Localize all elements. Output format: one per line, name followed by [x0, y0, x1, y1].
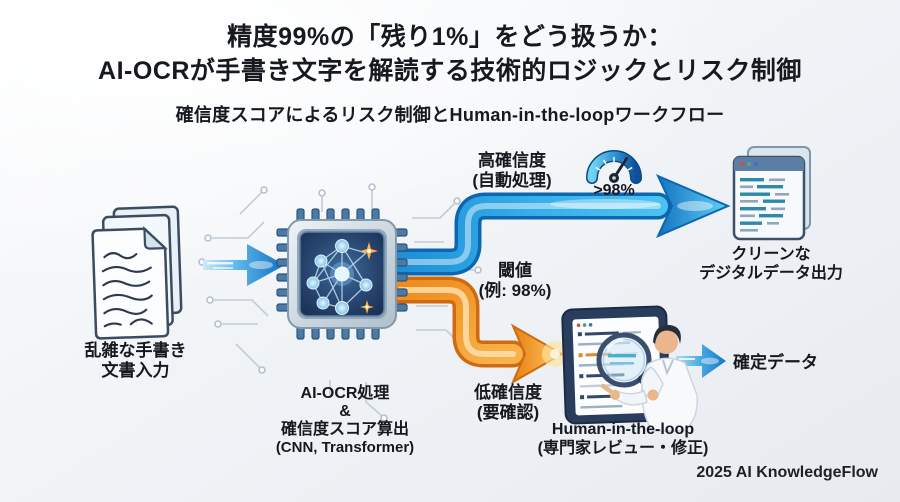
- final-flow-arrow-icon: [676, 344, 726, 378]
- clean-output-label: クリーンな デジタルデータ出力: [699, 246, 843, 282]
- title-line-1: 精度99%の「残り1%」をどう扱うか：: [227, 23, 673, 51]
- processor-label: AI-OCR処理 & 確信度スコア算出 (CNN, Transformer): [275, 385, 415, 456]
- clean-document-window-icon: [732, 146, 811, 241]
- page-title: 精度99%の「残り1%」をどう扱うか： AI-OCRが手書き文字を解読する技術的…: [0, 20, 900, 88]
- low-confidence-pipe-arrow: [395, 276, 568, 385]
- title-line-2: AI-OCRが手書き文字を解読する技術的ロジックとリスク制御: [98, 57, 802, 85]
- footer-credit: 2025 AI KnowledgeFlow: [696, 464, 878, 481]
- handwritten-documents-icon: [91, 205, 183, 340]
- threshold-label: 閾値 (例: 98%): [478, 261, 552, 301]
- high-confidence-label: 高確信度 (自動処理): [472, 151, 552, 191]
- human-review-label: Human-in-the-loop (専門家レビュー・修正): [537, 421, 709, 457]
- confidence-gauge-icon: [586, 150, 642, 184]
- input-flow-arrow-icon: [203, 244, 285, 286]
- input-label: 乱雑な手書き 文書入力: [84, 341, 187, 381]
- gauge-value-label: >98%: [593, 182, 635, 199]
- low-confidence-label: 低確信度 (要確認): [474, 383, 542, 423]
- expert-review-tablet-icon: [561, 305, 698, 432]
- page-subtitle: 確信度スコアによるリスク制御とHuman-in-the-loopワークフロー: [175, 105, 725, 125]
- high-confidence-pipe-arrow: [395, 174, 731, 276]
- final-output-label: 確定データ: [733, 353, 818, 372]
- ai-chip-neural-network-icon: [276, 208, 408, 340]
- confidence-branch-pipes: [395, 174, 731, 385]
